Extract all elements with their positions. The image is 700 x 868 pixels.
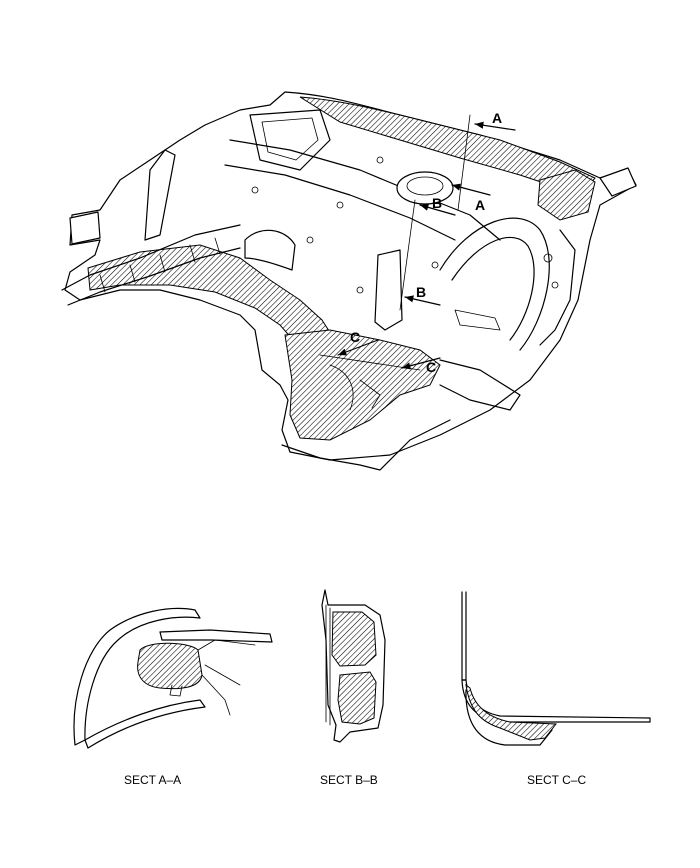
right-side-panel-holes — [543, 253, 559, 289]
left-side-member-bottom — [67, 247, 241, 306]
callout-b-top: B — [432, 195, 442, 211]
right-corner-bracket — [599, 167, 637, 197]
section-a-bracket — [197, 639, 256, 716]
callout-c-left: C — [350, 329, 360, 345]
center-pillar — [374, 249, 403, 331]
upper-frame-rail-lower — [224, 164, 456, 241]
body-assembly-drawing: A A B B C C — [61, 91, 637, 471]
strut-tower-inner — [406, 176, 444, 196]
section-a-top-rail — [159, 629, 273, 643]
section-arrow-b-top — [419, 203, 456, 216]
mounting-holes — [251, 156, 439, 294]
section-c-lower-lip — [465, 689, 553, 746]
left-edge-bracket — [69, 211, 101, 245]
section-a-core — [137, 642, 203, 690]
lower-frame-rail — [281, 419, 451, 471]
wheelhouse-lower — [284, 329, 441, 441]
section-b-flange — [325, 604, 331, 726]
left-side-member-top — [61, 224, 241, 291]
section-c-vertical-panel — [461, 591, 467, 681]
section-a-outer-curve — [73, 607, 201, 746]
section-b-b-drawing — [321, 589, 386, 743]
section-arrow-b-bottom — [404, 295, 441, 306]
section-line-b — [399, 199, 416, 311]
tunnel-opening — [244, 229, 296, 271]
lower-crossmember-detail — [329, 364, 381, 411]
section-arrow-a-bottom — [451, 183, 491, 196]
caption-sect-a-a: SECT A–A — [124, 773, 182, 787]
section-c-c-drawing — [461, 591, 651, 746]
caption-sect-b-b: SECT B–B — [320, 773, 378, 787]
callout-a-top: A — [492, 110, 502, 126]
left-upright-post — [144, 149, 176, 241]
caption-sect-c-c: SECT C–C — [527, 773, 587, 787]
cowl-right-box — [537, 169, 596, 221]
section-b-core-top — [331, 611, 377, 667]
cowl-top-panel — [299, 96, 596, 196]
dash-panel-inner — [261, 117, 319, 161]
assembly-outline — [64, 91, 637, 461]
section-line-a — [457, 114, 471, 211]
callout-c-right: C — [426, 359, 436, 375]
section-c-reinforcement — [465, 683, 557, 741]
callout-a-bottom: A — [475, 197, 485, 213]
section-b-outer — [321, 589, 386, 743]
section-a-tab — [169, 684, 183, 697]
section-arrow-c-left — [337, 339, 379, 356]
dash-panel-edge — [249, 109, 331, 171]
wheel-arch-inner — [451, 237, 535, 341]
wheel-arch-slot — [454, 309, 501, 331]
callout-b-bottom: B — [416, 284, 426, 300]
section-a-flange-bottom — [84, 699, 206, 749]
section-a-a-drawing — [73, 607, 273, 749]
lower-crossmember — [439, 359, 521, 411]
wheel-arch-outer — [439, 217, 550, 351]
right-side-panel — [539, 229, 576, 346]
section-arrow-a-top — [474, 121, 516, 131]
left-side-member-ribs — [99, 237, 221, 293]
section-b-core-bottom — [337, 671, 377, 725]
section-arrow-c-right — [401, 357, 441, 370]
upper-frame-rail — [229, 139, 501, 241]
